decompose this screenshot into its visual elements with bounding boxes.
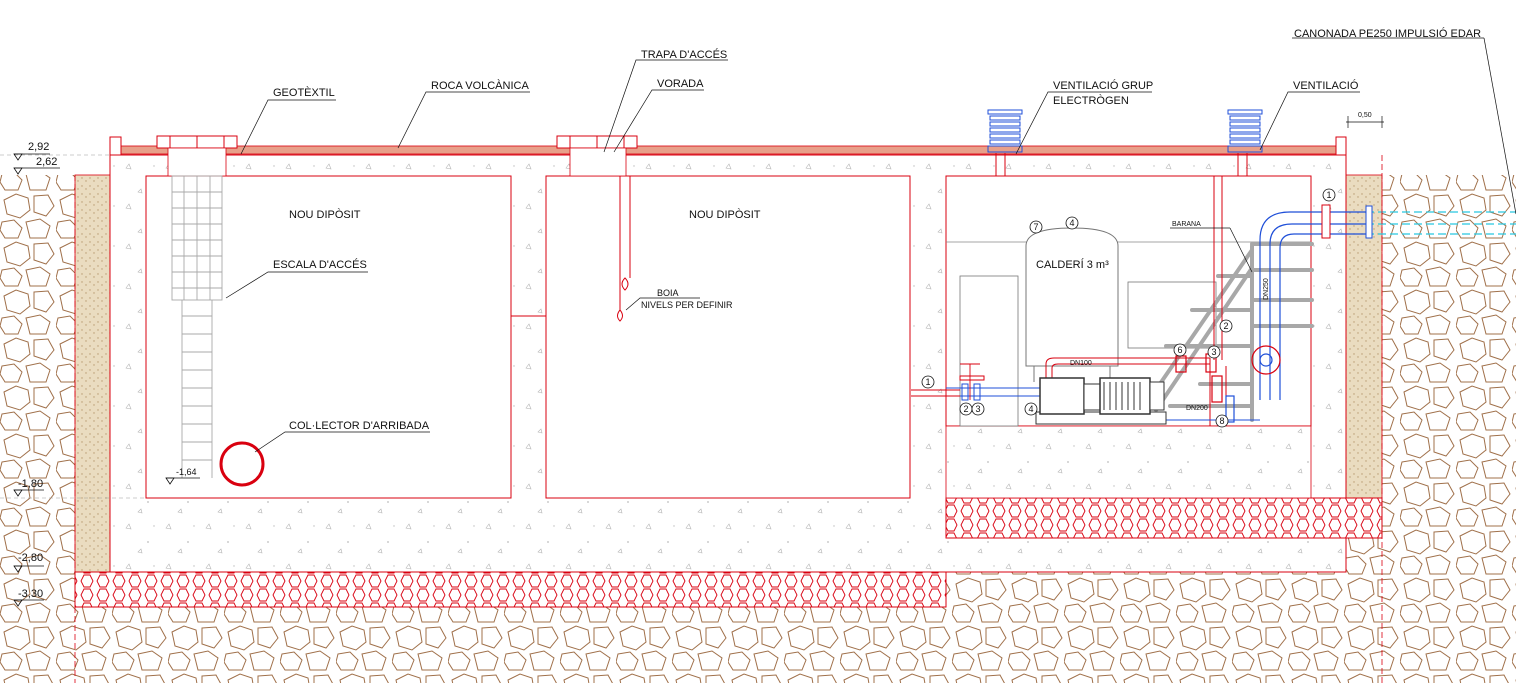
nivels-label: NIVELS PER DEFINIR	[641, 300, 733, 310]
callout-2-left: 2	[963, 404, 968, 414]
level-minus-1-80: -1,80	[18, 478, 43, 490]
external-pipe-cyan	[1366, 211, 1516, 235]
base-gravel-machine-room	[945, 497, 1383, 539]
boiler-tank	[1025, 227, 1119, 367]
valve-group-left	[959, 375, 985, 401]
callout-6: 6	[1177, 345, 1182, 355]
machine-room-floor	[945, 425, 1312, 499]
callout-1-left: 1	[925, 377, 930, 387]
callout-3-right: 3	[1211, 347, 1216, 357]
control-panel	[1127, 281, 1217, 349]
base-gravel-tank	[74, 571, 947, 608]
gravel-left	[74, 174, 111, 573]
ventilacio-grup-label-line1: VENTILACIÓ GRUP	[1053, 79, 1153, 92]
callout-1-right: 1	[1326, 190, 1331, 200]
roca-volcanica-label: ROCA VOLCÀNICA	[431, 79, 529, 92]
level-markers	[13, 153, 200, 607]
callout-4: 4	[1028, 404, 1033, 414]
escala-acces-label: ESCALA D'ACCÉS	[273, 258, 367, 271]
nou-diposit-2-label: NOU DIPÒSIT	[689, 208, 761, 221]
geotextil-label: GEOTÈXTIL	[273, 86, 335, 99]
float-switch	[617, 176, 631, 322]
barana-label: BARANA	[1172, 221, 1201, 228]
dn100-label: DN100	[1070, 360, 1092, 367]
trapa-acces-label: TRAPA D'ACCÉS	[641, 48, 727, 61]
electrical-cabinet	[959, 275, 1019, 427]
canonada-label: CANONADA PE250 IMPULSIÓ EDAR	[1294, 27, 1481, 40]
level-minus-3-30: -3,30	[18, 588, 43, 600]
nou-diposit-1-label: NOU DIPÒSIT	[289, 208, 361, 221]
curb-left	[109, 136, 122, 156]
access-ladder	[171, 175, 223, 478]
inlet-collector-pipe	[219, 441, 265, 487]
inlet-pipe-red	[911, 363, 980, 400]
rock-right	[1382, 175, 1516, 538]
level-2-62: 2,62	[36, 156, 57, 168]
ventilation-stack	[1227, 109, 1263, 176]
level-2-92: 2,92	[28, 141, 49, 153]
calderi-label: CALDERÍ 3 m³	[1036, 258, 1109, 271]
callout-7: 7	[1033, 222, 1038, 232]
wall-sleeve-flange	[1321, 204, 1331, 239]
callout-circles	[921, 188, 1336, 428]
tank-2	[545, 175, 911, 499]
dn200-label: DN200	[1186, 405, 1208, 412]
level-minus-1-64: -1,64	[176, 467, 197, 477]
external-pipe-flange	[1365, 205, 1373, 239]
tank-1	[145, 175, 512, 499]
access-hatch-1	[156, 135, 238, 177]
dimension-050-label: 0,50	[1358, 112, 1372, 119]
pump-unit	[1035, 377, 1167, 425]
generator-ventilation-stack	[987, 109, 1023, 176]
surface-layer	[109, 145, 1337, 155]
callout-3-left: 3	[975, 404, 980, 414]
access-hatch-2	[556, 135, 638, 177]
discharge-pipe-dn250	[1259, 211, 1366, 400]
rock-left	[0, 175, 75, 683]
leader-lines	[225, 37, 1516, 453]
boundary-right-line	[74, 155, 1383, 683]
level-minus-2-80: -2,80	[18, 552, 43, 564]
dn250-label: DN250	[1263, 278, 1270, 300]
callout-top: 4	[1069, 218, 1074, 228]
ventilacio-grup-label-line2: ELECTRÒGEN	[1053, 94, 1129, 107]
vorada-label: VORADA	[657, 78, 704, 90]
ventilacio-label: VENTILACIÓ	[1293, 79, 1359, 92]
boia-label: BOIA	[657, 288, 679, 298]
callout-2-right: 2	[1223, 321, 1228, 331]
curb-right	[1335, 136, 1347, 156]
collector-arribada-label: COL·LECTOR D'ARRIBADA	[289, 420, 430, 432]
level-lines	[0, 154, 146, 499]
callout-8: 8	[1219, 416, 1224, 426]
